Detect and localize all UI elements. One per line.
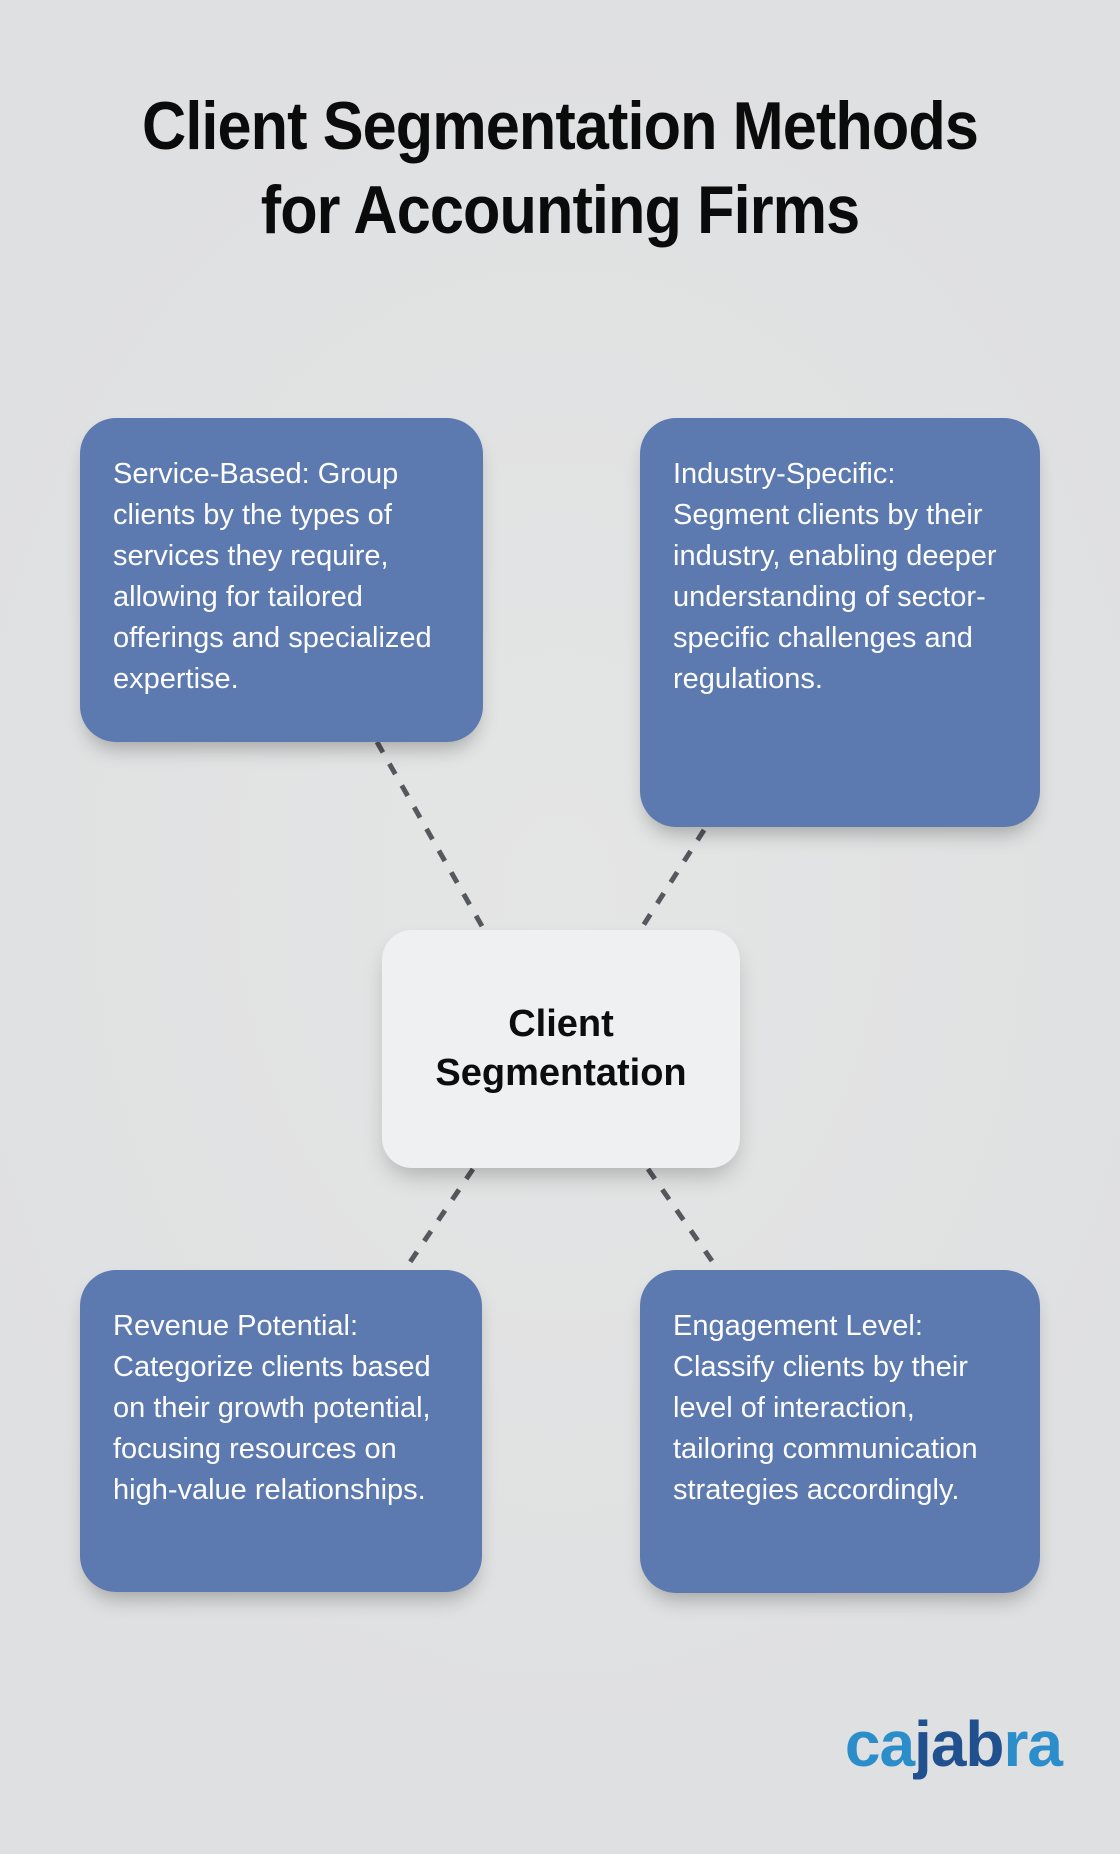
cajabra-logo-part-3: ra	[1003, 1708, 1063, 1780]
node-service-based: Service-Based: Group clients by the type…	[80, 418, 483, 742]
connector-revenue-potential	[401, 1167, 476, 1273]
connector-service-based	[374, 740, 486, 930]
node-industry-specific-text: Industry-Specific: Segment clients by th…	[673, 458, 997, 695]
node-industry-specific: Industry-Specific: Segment clients by th…	[640, 418, 1040, 827]
center-node: Client Segmentation	[382, 930, 740, 1168]
node-service-based-text: Service-Based: Group clients by the type…	[113, 458, 432, 695]
page-title-line-2: for Accounting Firms	[260, 172, 860, 248]
center-node-line-2: Segmentation	[435, 1052, 687, 1094]
page-title: Client Segmentation Methods for Accounti…	[56, 84, 1064, 252]
node-engagement-level-text: Engagement Level: Classify clients by th…	[673, 1310, 978, 1506]
node-revenue-potential: Revenue Potential: Categorize clients ba…	[80, 1270, 482, 1592]
cajabra-logo-part-2: jab	[914, 1708, 1004, 1780]
center-node-label: Client Segmentation	[435, 1000, 686, 1098]
connector-industry-specific	[638, 828, 707, 931]
cajabra-logo-part-1: ca	[844, 1708, 915, 1780]
node-engagement-level: Engagement Level: Classify clients by th…	[640, 1270, 1040, 1593]
node-revenue-potential-text: Revenue Potential: Categorize clients ba…	[113, 1310, 431, 1506]
page-title-line-1: Client Segmentation Methods	[142, 88, 979, 164]
connector-engagement-level	[645, 1167, 722, 1273]
cajabra-logo: cajabra	[845, 1712, 1063, 1776]
center-node-line-1: Client	[508, 1003, 614, 1045]
